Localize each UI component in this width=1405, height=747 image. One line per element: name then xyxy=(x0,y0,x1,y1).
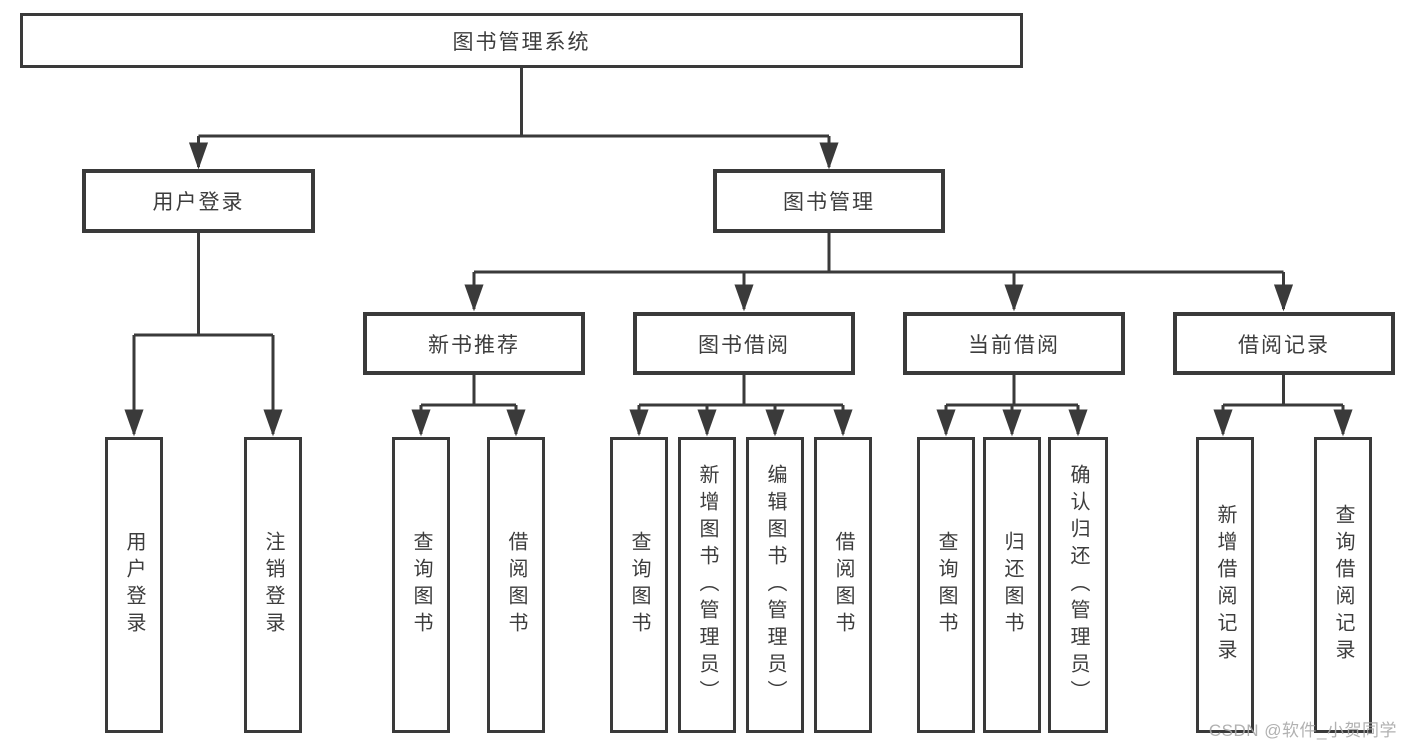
leaf-add-book-admin-label: 新增图书（管理员） xyxy=(696,463,718,707)
leaf-confirm-return-admin: 确认归还（管理员） xyxy=(1048,437,1108,733)
leaf-user-login: 用户登录 xyxy=(105,437,163,733)
leaf-borrow-books-borrowing-label: 借阅图书 xyxy=(832,531,854,639)
leaf-logout: 注销登录 xyxy=(244,437,302,733)
node-book-management: 图书管理 xyxy=(713,169,945,233)
leaf-query-books-borrowing-label: 查询图书 xyxy=(628,531,650,639)
connector-book-management-branch xyxy=(464,233,1294,312)
node-library-management-system: 图书管理系统 xyxy=(20,13,1023,68)
node-new-book-recommend: 新书推荐 xyxy=(363,312,585,375)
leaf-confirm-return-admin-label: 确认归还（管理员） xyxy=(1067,463,1089,707)
leaf-add-book-admin: 新增图书（管理员） xyxy=(678,437,736,733)
leaf-query-books-current: 查询图书 xyxy=(917,437,975,733)
connector-current-borrowing-branch xyxy=(936,375,1088,437)
leaf-edit-book-admin-label: 编辑图书（管理员） xyxy=(764,463,786,707)
leaf-query-books-current-label: 查询图书 xyxy=(935,531,957,639)
connector-user-login-branch xyxy=(124,233,283,437)
leaf-query-borrow-record: 查询借阅记录 xyxy=(1314,437,1372,733)
connector-book-borrowing-branch xyxy=(629,375,853,437)
leaf-return-books-label: 归还图书 xyxy=(1001,531,1023,639)
node-borrowing-records: 借阅记录 xyxy=(1173,312,1395,375)
leaf-query-books-recommend: 查询图书 xyxy=(392,437,450,733)
leaf-edit-book-admin: 编辑图书（管理员） xyxy=(746,437,804,733)
node-user-login: 用户登录 xyxy=(82,169,315,233)
leaf-query-books-recommend-label: 查询图书 xyxy=(410,531,432,639)
leaf-add-borrow-record: 新增借阅记录 xyxy=(1196,437,1254,733)
leaf-user-login-label: 用户登录 xyxy=(123,531,145,639)
leaf-return-books: 归还图书 xyxy=(983,437,1041,733)
connector-borrowing-records-branch xyxy=(1213,375,1353,437)
leaf-logout-label: 注销登录 xyxy=(262,531,284,639)
connector-new-book-recommend-branch xyxy=(411,375,526,437)
connector-root-to-level2 xyxy=(188,68,839,170)
leaf-borrow-books-recommend-label: 借阅图书 xyxy=(505,531,527,639)
node-current-borrowing: 当前借阅 xyxy=(903,312,1125,375)
leaf-borrow-books-borrowing: 借阅图书 xyxy=(814,437,872,733)
leaf-query-borrow-record-label: 查询借阅记录 xyxy=(1332,504,1354,666)
leaf-borrow-books-recommend: 借阅图书 xyxy=(487,437,545,733)
node-book-borrowing: 图书借阅 xyxy=(633,312,855,375)
leaf-query-books-borrowing: 查询图书 xyxy=(610,437,668,733)
leaf-add-borrow-record-label: 新增借阅记录 xyxy=(1214,504,1236,666)
